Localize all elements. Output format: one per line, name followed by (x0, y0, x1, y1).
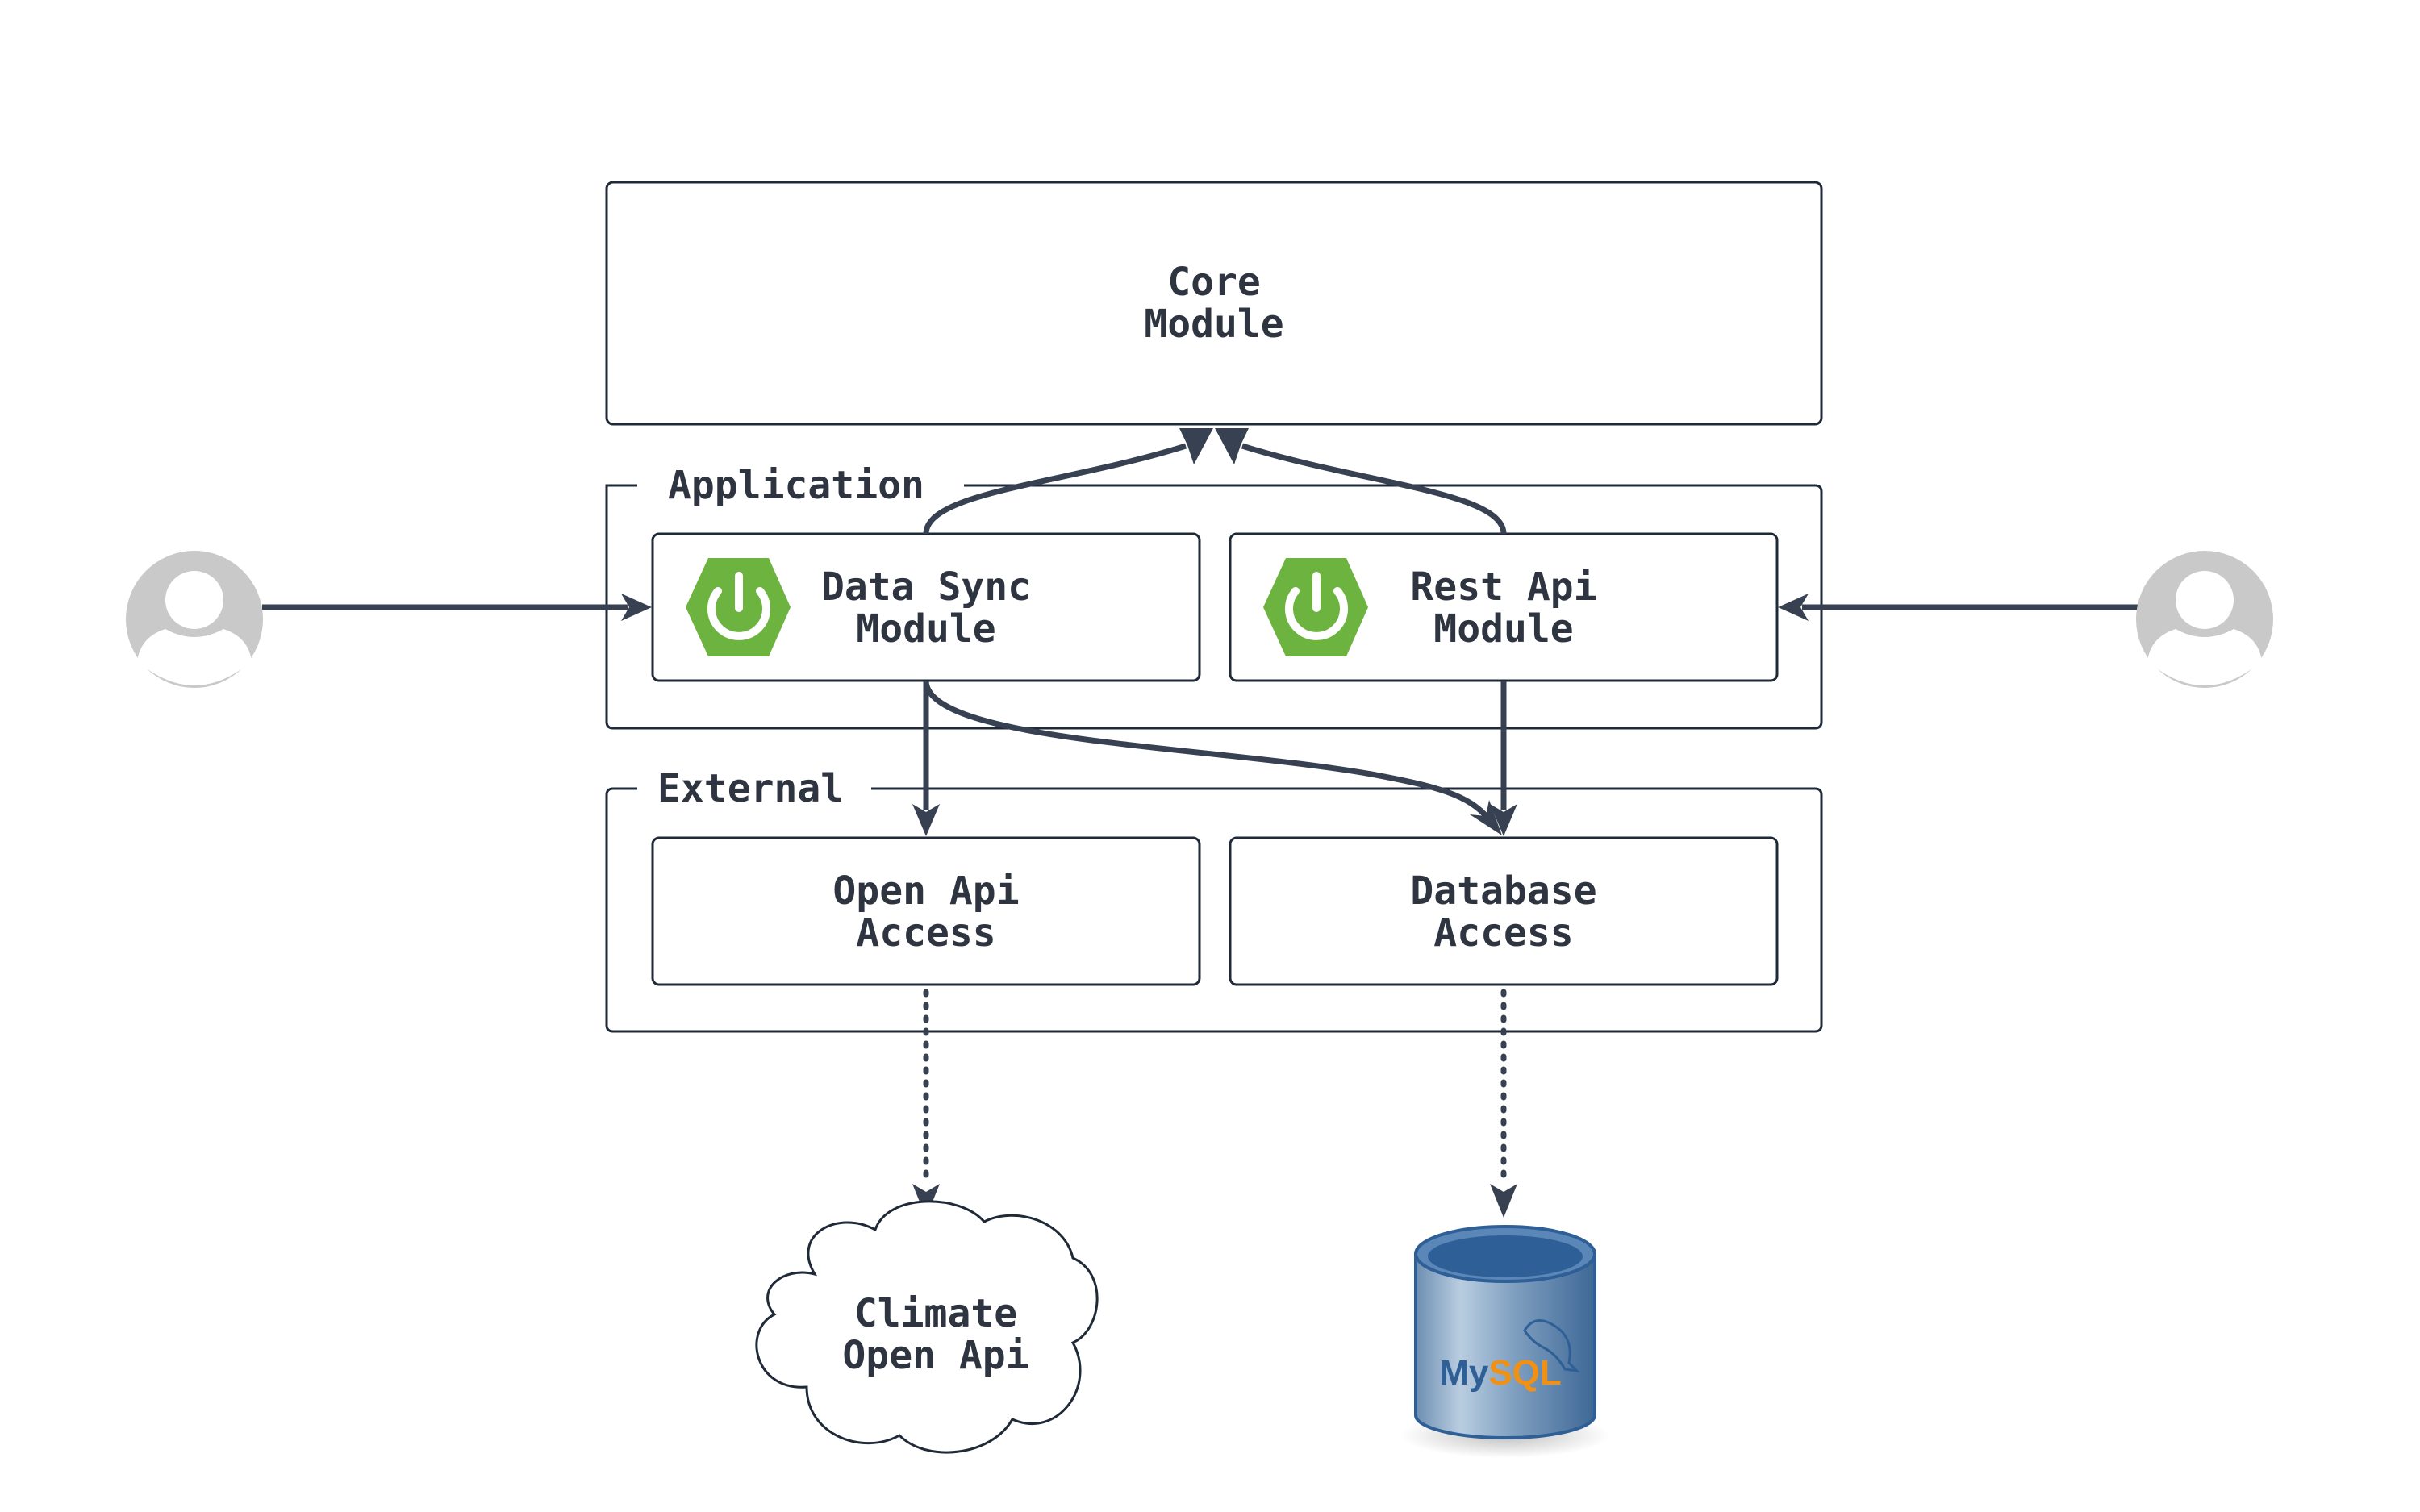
data-sync-module-node[interactable]: Data Sync Module (651, 532, 1201, 682)
database-access-node[interactable]: Database Access (1229, 836, 1779, 986)
mysql-logo-text: MySQL (1439, 1353, 1562, 1393)
climate-label-1: Climate (854, 1291, 1017, 1336)
database-access-label-1: Database (1410, 868, 1596, 914)
data-sync-label-2: Module (856, 606, 995, 652)
user-left-icon[interactable] (126, 551, 263, 688)
external-group-label: External (657, 766, 844, 811)
open-api-access-label-2: Access (856, 910, 995, 956)
edge-data-sync-to-core (923, 443, 1187, 535)
arrowhead (1490, 1184, 1517, 1218)
application-group: Application (605, 463, 1823, 730)
rest-api-label-2: Module (1433, 606, 1573, 652)
database-access-label-2: Access (1433, 910, 1573, 956)
edge-data-sync-to-database-access (923, 680, 1491, 821)
arrowhead (1470, 800, 1502, 835)
arrowhead (1778, 594, 1809, 621)
external-group: External (605, 766, 1823, 1033)
spring-boot-icon (1263, 558, 1368, 656)
dolphin-icon (1523, 1319, 1581, 1373)
arrowhead (1490, 804, 1517, 836)
user-right-icon[interactable] (2136, 551, 2273, 688)
rest-api-module-node[interactable]: Rest Api Module (1229, 532, 1779, 682)
open-api-access-label-1: Open Api (832, 868, 1019, 914)
climate-label-2: Open Api (842, 1333, 1028, 1378)
application-group-label: Application (668, 463, 924, 508)
arrowhead (1215, 428, 1249, 464)
core-module-label-1: Core (1167, 260, 1261, 305)
edges (262, 428, 2138, 1218)
spring-boot-icon (686, 558, 791, 656)
arrowhead (1179, 428, 1213, 464)
arrowhead (621, 594, 652, 621)
core-module-node[interactable]: Core Module (605, 181, 1823, 426)
open-api-access-node[interactable]: Open Api Access (651, 836, 1201, 986)
arrowhead (912, 804, 940, 836)
data-sync-label-1: Data Sync (821, 564, 1031, 610)
edge-rest-api-to-core (1241, 443, 1507, 535)
core-module-label-2: Module (1144, 302, 1283, 347)
climate-open-api-cloud[interactable]: Climate Open Api (755, 1200, 1099, 1454)
rest-api-label-1: Rest Api (1410, 564, 1596, 610)
mysql-database-icon[interactable]: MySQL (1400, 1225, 1610, 1458)
